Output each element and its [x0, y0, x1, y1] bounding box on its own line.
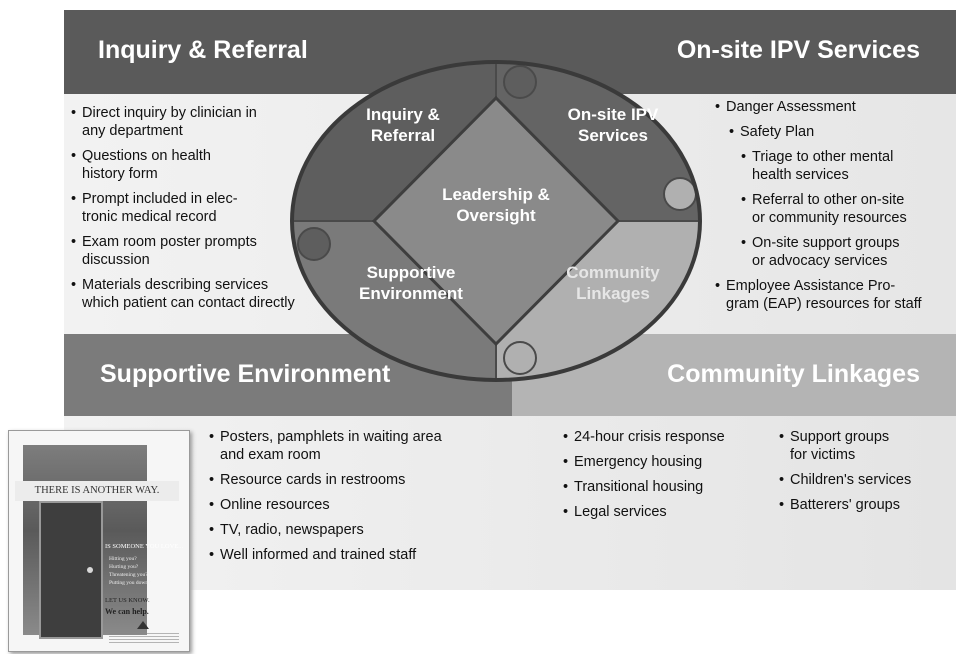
list-item-line: Transitional housing: [574, 479, 704, 495]
list-item: Questions on health history form: [70, 147, 360, 183]
list-item-line: and exam room: [220, 447, 321, 463]
list-item: Resource cards in restrooms: [208, 471, 508, 489]
list-item-line: any department: [82, 123, 183, 139]
puzzle-knob-bottom: [503, 341, 537, 375]
list-item-line: tronic medical record: [82, 209, 217, 225]
poster-items: Hitting you? Hurting you? Threatening yo…: [109, 556, 151, 586]
list-item: Transitional housing: [562, 478, 762, 496]
community-list-b: Support groups for victimsChildren's serv…: [778, 428, 954, 521]
poster-logo-icon: [137, 621, 149, 629]
list-item-line: discussion: [82, 252, 150, 268]
list-item: Emergency housing: [562, 453, 762, 471]
onsite-title: On-site IPV Services: [676, 36, 920, 64]
onsite-list: Danger AssessmentSafety PlanTriage to ot…: [714, 98, 950, 320]
list-item: Direct inquiry by clinician in any depart…: [70, 104, 360, 140]
poster-cta-line1: Let us know.: [105, 597, 150, 604]
list-item-line: 24-hour crisis response: [574, 429, 725, 445]
puzzle-knob-right: [663, 177, 697, 211]
list-item: Support groups for victims: [778, 428, 954, 464]
list-item: Legal services: [562, 503, 762, 521]
list-item-line: Questions on health: [82, 148, 211, 164]
puzzle-label-inquiry: Inquiry & Referral: [366, 105, 440, 145]
list-item: Employee Assistance Pro-gram (EAP) resou…: [714, 277, 950, 313]
list-item-line: Triage to other mental: [752, 149, 894, 165]
list-item: Batterers' groups: [778, 496, 954, 514]
list-item-line: for victims: [790, 447, 856, 463]
list-item: Danger Assessment: [714, 98, 950, 116]
list-item-line: Well informed and trained staff: [220, 547, 417, 563]
list-item: Referral to other on-site or community re…: [740, 191, 950, 227]
puzzle-label-leadership: Leadership & Oversight: [442, 185, 550, 225]
poster-fine-print: [109, 633, 179, 645]
inquiry-list: Direct inquiry by clinician in any depart…: [70, 104, 360, 319]
list-item: Exam room poster prompts discussion: [70, 233, 360, 269]
list-item-line: Legal services: [574, 504, 667, 520]
leadership-diamond: [371, 95, 621, 347]
list-item-line: or community resources: [752, 210, 907, 226]
list-item-line: gram (EAP) resources for staff: [726, 296, 922, 312]
list-item-line: Emergency housing: [574, 454, 703, 470]
community-title: Community Linkages: [667, 360, 920, 388]
list-item: Safety Plan: [728, 123, 950, 141]
poster-question: Is someone you love...: [105, 543, 184, 550]
puzzle-label-supportive: Supportive Environment: [359, 263, 463, 303]
list-item-line: Safety Plan: [740, 124, 815, 140]
list-item-line: history form: [82, 166, 158, 182]
list-item: On-site support groups or advocacy servic…: [740, 234, 950, 270]
list-item-line: Batterers' groups: [790, 497, 900, 513]
supportive-list: Posters, pamphlets in waiting area and ex…: [208, 428, 508, 571]
list-item: Well informed and trained staff: [208, 546, 508, 564]
list-item-line: Online resources: [220, 497, 330, 513]
list-item: Children's services: [778, 471, 954, 489]
list-item-line: or advocacy services: [752, 253, 888, 269]
poster-headline: There is another way.: [15, 481, 179, 501]
list-item: Prompt included in elec-tronic medical r…: [70, 190, 360, 226]
list-item-line: Exam room poster prompts: [82, 234, 257, 250]
list-item-line: health services: [752, 167, 849, 183]
poster-door: [39, 501, 103, 639]
list-item-line: Support groups: [790, 429, 890, 445]
list-item-line: Materials describing services: [82, 277, 269, 293]
list-item-line: Prompt included in elec-: [82, 191, 238, 207]
awareness-poster: There is another way. Is someone you lov…: [8, 430, 190, 652]
list-item-line: which patient can contact directly: [82, 295, 295, 311]
list-item: Online resources: [208, 496, 508, 514]
list-item-line: Employee Assistance Pro-: [726, 278, 896, 294]
poster-doorknob: [87, 567, 93, 573]
list-item-line: TV, radio, newspapers: [220, 522, 364, 538]
list-item-line: Referral to other on-site: [752, 192, 905, 208]
list-item-line: Children's services: [790, 472, 912, 488]
supportive-title: Supportive Environment: [100, 360, 391, 388]
poster-cta-line2: We can help.: [105, 607, 149, 616]
list-item: TV, radio, newspapers: [208, 521, 508, 539]
list-item-line: Posters, pamphlets in waiting area: [220, 429, 442, 445]
list-item: Triage to other mental health services: [740, 148, 950, 184]
puzzle-label-onsite: On-site IPV Services: [567, 105, 659, 145]
inquiry-title: Inquiry & Referral: [98, 36, 308, 64]
list-item-line: Danger Assessment: [726, 99, 856, 115]
list-item: 24-hour crisis response: [562, 428, 762, 446]
list-item-line: Direct inquiry by clinician in: [82, 105, 257, 121]
puzzle-label-community: Community Linkages: [566, 263, 660, 303]
list-item: Posters, pamphlets in waiting area and ex…: [208, 428, 508, 464]
community-list-a: 24-hour crisis responseEmergency housing…: [562, 428, 762, 528]
list-item: Materials describing services which patie…: [70, 276, 360, 312]
puzzle-knob-top: [503, 65, 537, 99]
list-item-line: On-site support groups: [752, 235, 900, 251]
list-item-line: Resource cards in restrooms: [220, 472, 406, 488]
